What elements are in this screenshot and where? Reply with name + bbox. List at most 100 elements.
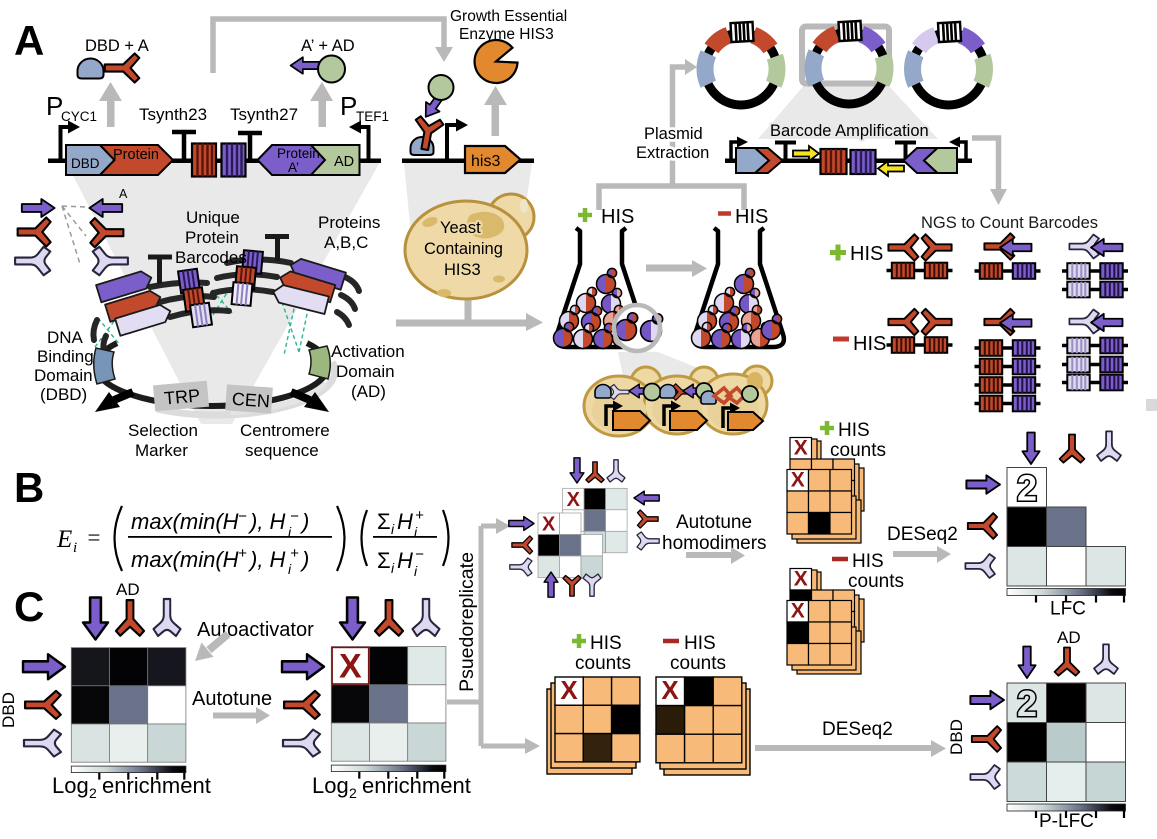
svg-text:A’: A’ bbox=[288, 160, 299, 175]
svg-text:Growth Essential: Growth Essential bbox=[450, 8, 567, 25]
svg-text:counts: counts bbox=[848, 571, 904, 592]
svg-text:A’ + AD: A’ + AD bbox=[301, 37, 355, 55]
svg-text:HIS: HIS bbox=[735, 206, 768, 228]
svg-text:A: A bbox=[119, 187, 128, 201]
svg-text:max(min(H: max(min(H bbox=[131, 509, 239, 534]
svg-text:HIS: HIS bbox=[853, 333, 886, 355]
svg-text:Proteins: Proteins bbox=[318, 213, 380, 232]
svg-text:(DBD): (DBD) bbox=[40, 385, 87, 404]
svg-text:A: A bbox=[14, 17, 44, 64]
svg-text:X: X bbox=[794, 568, 808, 591]
svg-text:HIS: HIS bbox=[684, 633, 716, 654]
svg-text:C: C bbox=[14, 583, 44, 630]
svg-text:i: i bbox=[414, 563, 418, 579]
svg-text:), H: ), H bbox=[247, 547, 286, 572]
svg-text:P: P bbox=[46, 91, 63, 121]
svg-text:−: − bbox=[415, 546, 424, 563]
svg-text:Enzyme HIS3: Enzyme HIS3 bbox=[459, 26, 554, 43]
svg-text:), H: ), H bbox=[247, 509, 286, 534]
svg-text:Domain: Domain bbox=[34, 366, 93, 385]
svg-text:Tsynth27: Tsynth27 bbox=[230, 105, 298, 124]
svg-text:P-LFC: P-LFC bbox=[1039, 811, 1094, 832]
svg-text:+: + bbox=[238, 545, 247, 562]
svg-text:Barcodes: Barcodes bbox=[175, 248, 247, 267]
svg-text:P: P bbox=[340, 91, 357, 121]
svg-text:Protein: Protein bbox=[185, 228, 239, 247]
svg-text:AD: AD bbox=[1057, 628, 1081, 647]
svg-text:H: H bbox=[397, 509, 413, 534]
svg-text:X: X bbox=[567, 489, 581, 511]
svg-text:CYC1: CYC1 bbox=[61, 109, 97, 124]
svg-text:HIS: HIS bbox=[601, 206, 634, 228]
svg-text:Marker: Marker bbox=[135, 441, 188, 460]
svg-text:counts: counts bbox=[830, 440, 886, 461]
svg-text:homodimers: homodimers bbox=[662, 533, 767, 554]
svg-text:2: 2 bbox=[89, 785, 97, 801]
svg-text:HIS: HIS bbox=[590, 633, 622, 654]
svg-text:i: i bbox=[288, 561, 292, 577]
svg-text:X: X bbox=[560, 675, 578, 705]
svg-text:i: i bbox=[391, 521, 395, 537]
svg-text:HIS: HIS bbox=[852, 551, 884, 572]
svg-text:E: E bbox=[56, 526, 72, 553]
svg-text:DESeq2: DESeq2 bbox=[887, 524, 958, 545]
svg-text:): ) bbox=[299, 547, 309, 572]
svg-text:−: − bbox=[238, 508, 247, 525]
svg-text:i: i bbox=[414, 524, 418, 540]
svg-text:AD: AD bbox=[116, 580, 140, 599]
svg-text:LFC: LFC bbox=[1050, 599, 1086, 620]
svg-text:Autotune: Autotune bbox=[676, 512, 752, 533]
svg-text:DBD: DBD bbox=[0, 692, 18, 728]
svg-text:Centromere: Centromere bbox=[240, 421, 330, 440]
svg-text:Protein: Protein bbox=[113, 147, 159, 163]
svg-text:H: H bbox=[397, 548, 413, 573]
svg-text:max(min(H: max(min(H bbox=[131, 547, 239, 572]
svg-text:DBD + A: DBD + A bbox=[85, 37, 149, 55]
svg-text:his3: his3 bbox=[471, 153, 500, 170]
svg-text:Psuedoreplicate: Psuedoreplicate bbox=[456, 552, 478, 692]
svg-text:TRP: TRP bbox=[163, 385, 201, 408]
svg-text:Domain: Domain bbox=[336, 362, 395, 381]
svg-text:AD: AD bbox=[334, 154, 354, 170]
svg-text:Selection: Selection bbox=[128, 421, 198, 440]
svg-text:+: + bbox=[415, 507, 424, 524]
svg-text:Binding: Binding bbox=[37, 347, 94, 366]
svg-text:Tsynth23: Tsynth23 bbox=[139, 105, 207, 124]
svg-text:Σ: Σ bbox=[377, 548, 391, 573]
svg-text:): ) bbox=[299, 509, 309, 534]
svg-text:Plasmid: Plasmid bbox=[644, 125, 703, 143]
svg-text:−: − bbox=[290, 508, 299, 525]
svg-text:i: i bbox=[288, 524, 292, 540]
svg-text:HIS3: HIS3 bbox=[444, 261, 481, 279]
svg-text:enrichment: enrichment bbox=[102, 773, 211, 798]
svg-text:NGS to Count Barcodes: NGS to Count Barcodes bbox=[921, 214, 1098, 232]
svg-text:X: X bbox=[791, 600, 805, 623]
svg-text:CEN: CEN bbox=[231, 389, 270, 412]
svg-text:Extraction: Extraction bbox=[636, 144, 709, 162]
svg-text:Barcode Amplification: Barcode Amplification bbox=[770, 122, 929, 140]
svg-text:Log: Log bbox=[312, 773, 349, 798]
svg-text:Yeast: Yeast bbox=[440, 219, 481, 237]
svg-text:2: 2 bbox=[1017, 468, 1037, 509]
svg-text:DESeq2: DESeq2 bbox=[822, 719, 893, 740]
svg-text:Autoactivator: Autoactivator bbox=[197, 619, 314, 641]
svg-text:2: 2 bbox=[349, 785, 357, 801]
svg-text:i: i bbox=[391, 560, 395, 576]
svg-text:2: 2 bbox=[1017, 683, 1037, 724]
svg-text:i: i bbox=[73, 540, 77, 556]
svg-text:B: B bbox=[14, 464, 44, 511]
svg-text:HIS: HIS bbox=[850, 243, 883, 265]
svg-text:TEF1: TEF1 bbox=[356, 109, 389, 124]
svg-text:counts: counts bbox=[575, 653, 631, 674]
svg-text:X: X bbox=[542, 514, 556, 536]
svg-text:DNA: DNA bbox=[47, 328, 84, 347]
svg-text:counts: counts bbox=[670, 653, 726, 674]
svg-text:Unique: Unique bbox=[186, 208, 240, 227]
svg-text:A,B,C: A,B,C bbox=[324, 233, 368, 252]
svg-text:Log: Log bbox=[52, 773, 89, 798]
svg-text:DBD: DBD bbox=[947, 719, 966, 755]
svg-text:+: + bbox=[290, 545, 299, 562]
svg-text:DBD: DBD bbox=[71, 156, 100, 171]
svg-text:X: X bbox=[661, 675, 679, 705]
svg-text:X: X bbox=[794, 437, 808, 460]
